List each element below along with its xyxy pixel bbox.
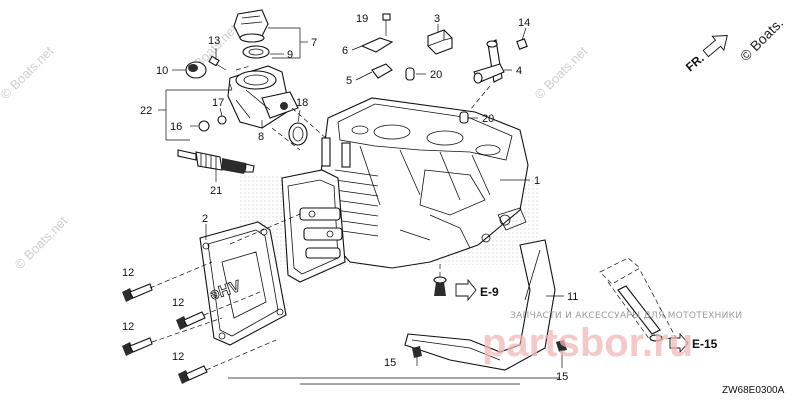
washer-17	[217, 115, 227, 125]
leader-lines	[149, 24, 564, 371]
bolts-15	[412, 340, 567, 368]
e15-arrow-icon	[669, 332, 689, 354]
pipe-outline	[599, 257, 677, 342]
callout-18: 18	[296, 97, 308, 109]
gasket-18	[288, 122, 308, 146]
callout-10: 10	[156, 65, 168, 77]
cap-10	[185, 61, 207, 79]
callout-15b: 15	[556, 371, 568, 383]
callout-11: 11	[567, 291, 578, 303]
bracket	[404, 239, 556, 371]
callout-7: 7	[311, 37, 317, 49]
reference-e15[interactable]: E-15	[669, 332, 718, 354]
callout-4: 4	[516, 65, 522, 77]
bolt-12b	[176, 311, 206, 330]
callout-15a: 15	[384, 357, 396, 369]
callout-16: 16	[170, 121, 182, 133]
e9-arrow-icon	[455, 278, 477, 302]
pipe-4	[473, 38, 528, 84]
cover-gasket	[281, 169, 346, 283]
reference-e9[interactable]: E-9	[455, 278, 499, 302]
callout-17: 17	[212, 97, 224, 109]
callout-14: 14	[518, 17, 530, 29]
callout-22: 22	[140, 105, 152, 117]
front-direction-indicator: FR.	[683, 35, 728, 74]
callout-21: 21	[210, 185, 222, 197]
thermo-cap	[233, 9, 270, 59]
valve-train	[299, 207, 343, 259]
callout-12a: 12	[122, 267, 134, 279]
callout-19: 19	[356, 13, 368, 25]
shop-caption-watermark: ЗАПЧАСТИ И АКСЕССУАРЫ ДЛЯ МОТОТЕХНИКИ	[510, 311, 742, 321]
callouts: 1 2 3 4 5 6 7 8 9 10 11 12 12 12 12 13 1…	[122, 13, 578, 383]
bolts-12	[122, 283, 208, 384]
e15-label: E-15	[692, 337, 718, 351]
boats-watermark-low: © Boats.net	[12, 213, 71, 272]
boats-watermark-corner: © Boats.	[737, 15, 786, 64]
bolt-13	[208, 55, 227, 71]
callout-13: 13	[208, 35, 220, 47]
fr-label: FR.	[683, 51, 707, 74]
intake-joint	[227, 65, 299, 129]
callout-12b: 12	[172, 297, 184, 309]
callout-5: 5	[346, 75, 352, 87]
small-top-parts	[360, 13, 469, 124]
callout-8: 8	[258, 131, 264, 143]
boats-watermark-right: © Boats.net	[532, 43, 591, 102]
callout-12d: 12	[172, 351, 184, 363]
callout-12c: 12	[122, 321, 134, 333]
e9-fitting	[433, 276, 447, 296]
callout-6: 6	[342, 45, 348, 57]
spark-plug	[177, 149, 255, 174]
callout-20a: 20	[430, 69, 442, 81]
callout-9: 9	[287, 49, 293, 61]
callout-20b: 20	[482, 113, 494, 125]
callout-1: 1	[534, 175, 540, 187]
fr-arrow-icon	[702, 35, 728, 58]
bolt-12d	[178, 365, 208, 384]
boats-watermark-left: © Boats.net	[0, 43, 57, 102]
bolt-16	[198, 120, 210, 132]
shop-logo-watermark: partsbor.ru	[482, 321, 693, 365]
callout-3: 3	[434, 13, 440, 25]
head-cover: ǝHV	[199, 221, 287, 346]
e9-label: E-9	[480, 285, 499, 299]
callout-2: 2	[202, 213, 208, 225]
diagram-code: ZW68E0300A	[722, 385, 785, 396]
bolt-12a	[122, 283, 153, 302]
bolt-12c	[122, 337, 153, 356]
